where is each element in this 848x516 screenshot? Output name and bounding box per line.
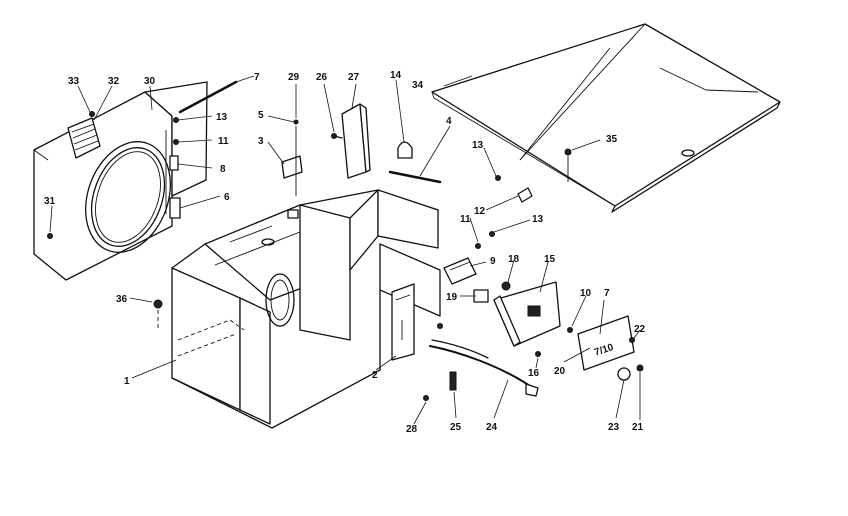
- callout-22: 22: [634, 324, 646, 335]
- callout-10: 10: [580, 288, 592, 299]
- callout-5: 5: [258, 110, 264, 121]
- callout-26: 26: [316, 72, 328, 83]
- screw-21: [636, 364, 644, 372]
- callout-11a: 11: [218, 136, 229, 147]
- callout-16: 16: [528, 368, 540, 379]
- top-cover-panel: [431, 23, 781, 213]
- knob-23: [617, 367, 631, 381]
- callout-36: 36: [116, 294, 128, 305]
- callout-14: 14: [390, 70, 402, 81]
- callout-25: 25: [450, 422, 462, 433]
- clip-14: [397, 141, 413, 159]
- screw-22: [629, 337, 635, 343]
- callout-4: 4: [446, 116, 452, 127]
- callout-32: 32: [108, 76, 120, 87]
- bracket-2: [391, 283, 415, 361]
- callouts: 33 32 30 7 13 11 8 6 5 3 29 26 27 14 34 …: [44, 70, 646, 435]
- air-filter: [67, 111, 101, 159]
- parts-12-13: [489, 175, 533, 237]
- callout-24: 24: [486, 422, 498, 433]
- callout-6: 6: [224, 192, 230, 203]
- callout-34: 34: [412, 80, 424, 91]
- power-cord: [429, 323, 539, 397]
- callout-31: 31: [44, 196, 56, 207]
- callout-15: 15: [544, 254, 556, 265]
- cabinet-base: [171, 189, 441, 429]
- callout-13b: 13: [472, 140, 484, 151]
- selector-switch: [443, 243, 481, 285]
- leader-lines: [49, 75, 641, 425]
- control-box: [473, 281, 561, 347]
- callout-12: 12: [474, 206, 486, 217]
- callout-35: 35: [606, 134, 618, 145]
- screw-36: [153, 299, 163, 330]
- callout-27: 27: [348, 72, 360, 83]
- callout-23: 23: [608, 422, 620, 433]
- callout-21: 21: [632, 422, 644, 433]
- callout-7a: 7: [254, 72, 260, 83]
- rod-4: [388, 170, 442, 184]
- capacitor: [331, 103, 371, 179]
- bracket-3: [281, 155, 303, 179]
- callout-30: 30: [144, 76, 156, 87]
- callout-13a: 13: [216, 112, 228, 123]
- callout-18: 18: [508, 254, 520, 265]
- callout-19: 19: [446, 292, 458, 303]
- callout-33: 33: [68, 76, 80, 87]
- callout-20: 20: [554, 366, 566, 377]
- screw-35: [564, 148, 572, 182]
- callout-2: 2: [372, 370, 378, 381]
- screw-28: [423, 395, 429, 401]
- front-grille: [33, 81, 208, 281]
- callout-9: 9: [490, 256, 496, 267]
- callout-7b: 7: [604, 288, 610, 299]
- callout-11b: 11: [460, 214, 471, 225]
- callout-28b: 28: [406, 424, 418, 435]
- louver-rod: [178, 80, 238, 114]
- callout-29: 29: [288, 72, 300, 83]
- callout-8: 8: [220, 164, 226, 175]
- callout-1: 1: [124, 376, 130, 387]
- part-25: [449, 371, 457, 391]
- callout-3: 3: [258, 136, 264, 147]
- screw-31: [47, 233, 53, 239]
- nameplate: 7/10: [577, 315, 635, 371]
- callout-13c: 13: [532, 214, 544, 225]
